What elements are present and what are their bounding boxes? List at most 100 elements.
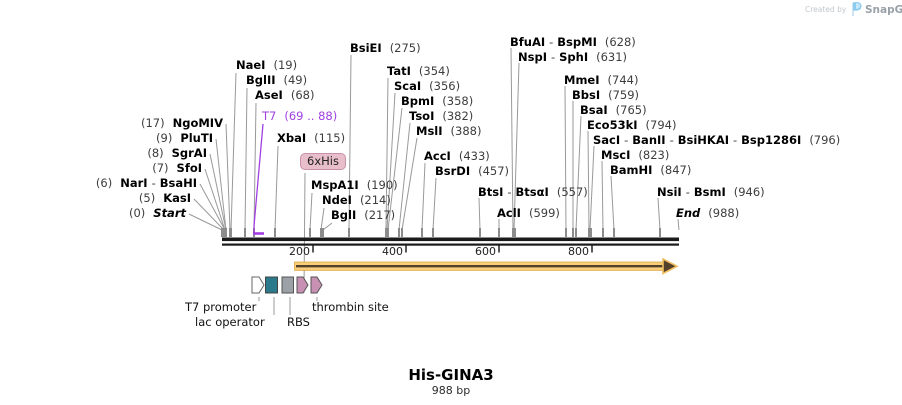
site-name: NarI xyxy=(120,176,148,190)
site-name: BsrDI xyxy=(435,164,471,178)
site-name: BtsI xyxy=(478,185,504,199)
site-separator: - xyxy=(507,185,512,199)
axis-tick-label: 400 xyxy=(382,245,403,258)
snapgene-brand-text: SnapGene xyxy=(865,4,902,16)
site-label: AclI(599) xyxy=(497,206,560,220)
site-label: NspI-SphI(631) xyxy=(518,50,628,64)
site-label: AccI (433) xyxy=(424,149,490,163)
site-name: SphI xyxy=(559,50,589,64)
axis-ticks xyxy=(312,245,593,253)
site-label: (9)PluTI xyxy=(156,131,213,145)
site-name: AccI xyxy=(424,149,451,163)
sequence-bar xyxy=(222,237,679,246)
site-position: (214) xyxy=(359,193,391,207)
site-name: AseI xyxy=(255,88,283,102)
site-name: BfuAI xyxy=(510,35,546,49)
site-label: NaeI (19) xyxy=(236,58,298,72)
site-name: TatI xyxy=(387,64,411,78)
site-position: (19) xyxy=(273,58,298,72)
site-label: MspA1I (190) xyxy=(311,178,398,192)
site-position: (433) xyxy=(458,149,490,163)
site-position: (7) xyxy=(152,161,169,175)
orf-arrow xyxy=(294,257,679,275)
site-name: SacI xyxy=(593,133,621,147)
site-position: (382) xyxy=(442,109,474,123)
site-name: MmeI xyxy=(564,73,600,87)
site-name: BpmI xyxy=(401,94,435,108)
site-name: BsaI xyxy=(580,103,608,117)
site-label: (8)SgrAI xyxy=(147,146,207,160)
site-position: (356) xyxy=(429,79,461,93)
map-length: 988 bp xyxy=(431,384,471,397)
site-name: SfoI xyxy=(176,161,202,175)
site-label: XbaI(115) xyxy=(277,131,346,145)
site-name: Eco53kI xyxy=(587,118,638,132)
site-name: NaeI xyxy=(236,58,266,72)
site-position: (190) xyxy=(366,178,398,192)
site-position: (744) xyxy=(607,73,639,87)
site-name: BamHI xyxy=(610,163,653,177)
site-position: (823) xyxy=(638,148,670,162)
site-name: AclI xyxy=(497,206,521,220)
site-position: (68) xyxy=(290,88,315,102)
site-name: BglI xyxy=(331,208,357,222)
site-label: BglI(217) xyxy=(331,208,395,222)
site-name: PluTI xyxy=(180,131,213,145)
site-label: BbsI(759) xyxy=(572,88,640,102)
site-name: End xyxy=(676,206,701,220)
site-label: (7) SfoI xyxy=(152,161,202,175)
map-title: His-GINA3 xyxy=(408,366,494,384)
feature-shapes xyxy=(251,276,323,294)
site-label: NsiI-BsmI(946) xyxy=(657,185,765,199)
axis-tick-label: 200 xyxy=(289,245,310,258)
site-position: (631) xyxy=(596,50,628,64)
leader-lines xyxy=(188,47,680,315)
site-position: (275) xyxy=(389,41,421,55)
site-separator: - xyxy=(669,133,674,147)
site-label: (5)KasI xyxy=(139,191,191,205)
lac-operator-label: lac operator xyxy=(195,315,265,329)
site-name: MspA1I xyxy=(311,178,359,192)
site-name: BanII xyxy=(632,133,666,147)
site-label: SacI-BanII-BsiHKAI-Bsp1286I(796) xyxy=(593,133,840,147)
site-label: TatI (354) xyxy=(387,64,450,78)
site-ticks xyxy=(221,228,661,237)
site-label: (6)NarI-BsaHI xyxy=(96,176,197,190)
site-label: MslI(388) xyxy=(416,124,482,138)
site-name: KasI xyxy=(163,191,191,205)
site-position: (847) xyxy=(660,163,692,177)
site-label: BsaI(765) xyxy=(580,103,647,117)
rbs-label: RBS xyxy=(287,315,310,329)
site-label: BsrDI (457) xyxy=(435,164,510,178)
site-name: SgrAI xyxy=(171,146,207,160)
site-position: (628) xyxy=(604,35,636,49)
site-separator: - xyxy=(733,133,738,147)
site-label: MscI(823) xyxy=(601,148,670,162)
site-position: (794) xyxy=(645,118,677,132)
site-name: NsiI xyxy=(657,185,682,199)
site-label: BpmI (358) xyxy=(401,94,474,108)
site-position: (115) xyxy=(314,131,346,145)
site-label: BsiEI(275) xyxy=(350,41,421,55)
site-position: (388) xyxy=(450,124,482,138)
site-name: NspI xyxy=(518,50,547,64)
site-position: (354) xyxy=(418,64,450,78)
site-position: (759) xyxy=(608,88,640,102)
site-position: (457) xyxy=(478,164,510,178)
site-name: BsiHKAI xyxy=(677,133,730,147)
site-name: BsmI xyxy=(693,185,726,199)
t7-name: T7 xyxy=(262,109,277,123)
site-label: BtsI-BtsαI(557) xyxy=(478,185,588,199)
site-label: BglII(49) xyxy=(246,74,307,86)
t7-range: (69 .. 88) xyxy=(284,109,338,123)
site-label: (17)NgoMIV xyxy=(141,116,223,130)
axis-tick-label: 600 xyxy=(475,245,496,258)
thrombin-site-label: thrombin site xyxy=(312,300,389,314)
site-label: Eco53kI (794) xyxy=(587,118,677,132)
end-label: End(988) xyxy=(676,206,739,220)
site-separator: - xyxy=(151,176,156,190)
site-position: (358) xyxy=(442,94,474,108)
site-position: (17) xyxy=(141,116,165,130)
